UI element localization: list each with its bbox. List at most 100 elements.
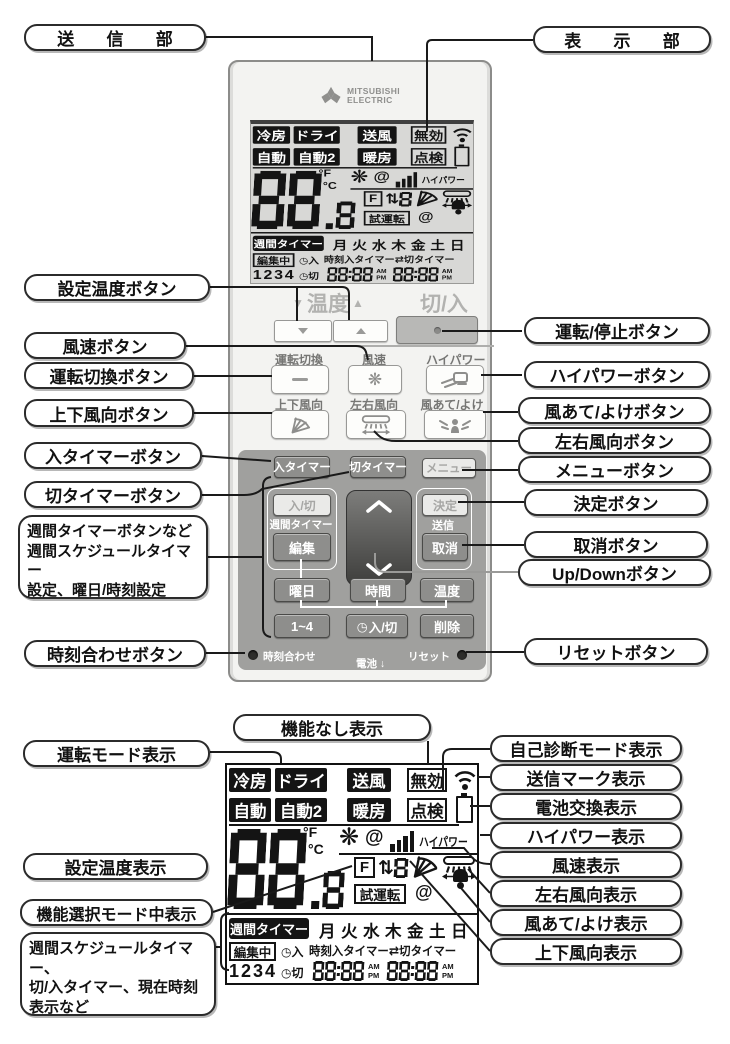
weekday-button[interactable]: 曜日: [274, 578, 330, 602]
callout-line: 切/入タイマー、現在時刻: [29, 979, 199, 996]
weekly-timer-segment: 週間タイマー: [229, 918, 309, 939]
one-to-four-button[interactable]: 1~4: [274, 614, 330, 638]
mode-dry-segment: ドライ: [293, 126, 340, 144]
vane-number-segment: [393, 858, 408, 878]
transmit-mark-icon: [454, 771, 476, 790]
am-mark: AM: [376, 267, 387, 275]
on-timer-button[interactable]: 入タイマー: [273, 456, 331, 478]
decimal-point: [310, 901, 320, 909]
lcd-divider-top: [252, 167, 458, 169]
callout-updown-vane-button: 上下風向ボタン: [24, 399, 194, 427]
menu-button[interactable]: メニュー: [422, 458, 476, 478]
power-button[interactable]: [396, 316, 478, 344]
battery-icon: [456, 793, 473, 823]
dash-icon: [292, 378, 308, 381]
clock-set-button[interactable]: [248, 650, 258, 660]
mode-heat-segment: 暖房: [357, 147, 397, 166]
check-segment: 点検: [410, 147, 447, 166]
timer-off-clock: ◷切: [298, 270, 319, 281]
callout-clock-set-button: 時刻合わせボタン: [24, 640, 206, 667]
mode-row-1: 冷房 ドライ 送風 無効: [229, 768, 477, 792]
mode-row-2: 自動 自動2 暖房 点検: [252, 144, 470, 167]
mode-heat-segment: 暖房: [347, 797, 391, 822]
cancel-button[interactable]: 取消: [422, 533, 468, 561]
temp-down-mark: ▼: [292, 296, 304, 310]
lcd-divider-mid: [350, 188, 473, 190]
mode-auto-segment: 自動: [252, 147, 291, 166]
edit-button[interactable]: 編集: [273, 533, 331, 561]
temperature-digits: [251, 171, 361, 231]
callout-transmitter: 送信部: [24, 24, 206, 51]
off-timer-button[interactable]: 切タイマー: [349, 456, 407, 478]
callout-hipower-button: ハイパワーボタン: [524, 361, 710, 388]
callout-display-section: 表示部: [533, 26, 711, 53]
temp-up-button[interactable]: [333, 320, 388, 342]
time-button[interactable]: 時間: [350, 578, 406, 602]
weekday-segments: 月火水木金土日: [332, 239, 470, 253]
updown-rocker-button[interactable]: [346, 490, 412, 586]
mode-dry-segment: ドライ: [275, 768, 327, 792]
reset-label: リセット: [408, 651, 450, 663]
updown-vane-icon: [291, 416, 311, 433]
airflow-person-button[interactable]: [424, 410, 486, 439]
callout-line: 表示など: [29, 998, 90, 1016]
timer-onoff-button[interactable]: ◷入/切: [346, 614, 408, 638]
delete-button[interactable]: 削除: [420, 614, 474, 638]
callout-reset-button: リセットボタン: [524, 638, 708, 665]
connector-hline: [300, 606, 447, 608]
callout-airflow-person-display: 風あて/よけ表示: [490, 909, 682, 936]
swirl-icon: @: [365, 827, 384, 848]
callout-power-button: 運転/停止ボタン: [524, 317, 710, 344]
timer-on-clock: ◷入: [298, 255, 319, 266]
mode-switch-button[interactable]: [271, 365, 329, 394]
mode-fan-segment: 送風: [357, 126, 397, 144]
timer-number-segments: 1234: [252, 267, 296, 282]
fan-speed-button[interactable]: ❋: [348, 365, 402, 394]
callout-schedule-display: 週間スケジュールタイマー、 切/入タイマー、現在時刻 表示など: [20, 932, 216, 1016]
swap-arrows-icon: ⇄: [394, 253, 404, 265]
mode-auto-segment: 自動: [229, 797, 271, 822]
leftright-vane-button[interactable]: [346, 410, 406, 439]
lcd-display: 冷房 ドライ 送風 無効 自動 自動2 暖房 点検 °F °C: [251, 124, 473, 283]
lcd-divider-mid: [339, 853, 477, 855]
hipower-label: ハイパワー: [426, 353, 486, 367]
temp-down-button[interactable]: [274, 320, 332, 342]
brand-line2: ELECTRIC: [346, 95, 393, 105]
callout-updown-rocker: Up/Downボタン: [518, 559, 711, 586]
function-select-segment: F: [363, 191, 383, 207]
callout-battery-display: 電池交換表示: [490, 793, 682, 820]
hipower-icon: [441, 371, 468, 388]
hipower-button[interactable]: [426, 365, 484, 394]
time-display-2: [393, 267, 439, 282]
celsius-mark: °C: [308, 841, 324, 857]
battery-label: 電池 ↓: [356, 658, 386, 670]
decide-button[interactable]: 決定: [422, 494, 468, 516]
timer-on-clock: ◷入: [281, 945, 304, 959]
temp-set-button[interactable]: 温度: [420, 578, 474, 602]
display-diagram: 冷房 ドライ 送風 無効 自動 自動2 暖房 点検 °F °C: [225, 763, 479, 985]
editing-segment: 編集中: [229, 942, 276, 961]
time-display-1: [327, 267, 373, 282]
leftright-vane-label: 左右風向: [349, 398, 398, 412]
reset-button[interactable]: [457, 650, 467, 660]
lcd-divider-bottom: [251, 232, 473, 234]
swirl-icon: @: [373, 169, 390, 185]
mode-row-1: 冷房 ドライ 送風 無効: [252, 126, 473, 144]
am-mark: AM: [442, 962, 454, 971]
vane-updown-arrows: ⇅: [385, 191, 400, 208]
weekly-timer-label: 週間タイマー: [269, 519, 333, 531]
callout-leftright-display: 左右風向表示: [490, 880, 682, 907]
callout-fan-speed-button: 風速ボタン: [24, 332, 186, 359]
lcd-divider-top: [229, 824, 459, 826]
leftright-vane-icon: [361, 414, 391, 435]
updown-vane-button[interactable]: [271, 410, 329, 439]
callout-line: 設定、曜日/時刻設定: [27, 581, 167, 599]
trial-run-segment: 試運転: [363, 210, 410, 226]
weekly-onoff-button[interactable]: 入/切: [273, 494, 331, 516]
send-label: 送信: [432, 520, 454, 532]
swirl2-icon: @: [415, 882, 433, 902]
mode-cool-segment: 冷房: [252, 126, 291, 144]
connector-tick: [376, 600, 378, 606]
pm-mark: PM: [376, 274, 387, 281]
